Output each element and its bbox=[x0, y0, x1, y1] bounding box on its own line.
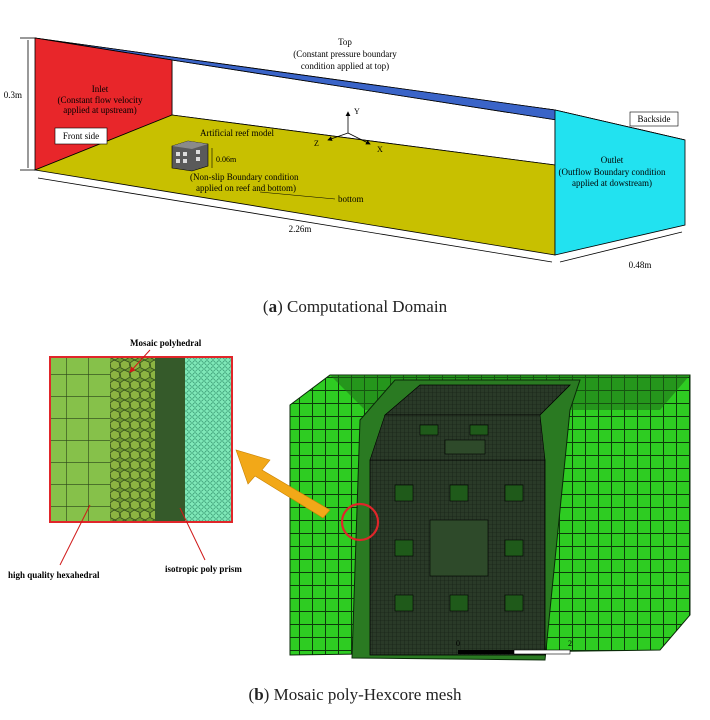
zoom-mosaic-band bbox=[110, 357, 155, 522]
inlet-label: Inlet bbox=[92, 84, 109, 94]
backside-box bbox=[629, 111, 679, 127]
caption-a-letter: a bbox=[269, 297, 278, 316]
zoom-prism-boundary bbox=[155, 357, 185, 522]
prism-leader bbox=[179, 507, 206, 561]
zoom-border bbox=[49, 356, 233, 523]
scale-end: 2 bbox=[568, 639, 572, 648]
top-desc-2: condition applied at top) bbox=[301, 61, 389, 71]
outlet-desc-2: applied at dowstream) bbox=[572, 178, 652, 188]
scale-bar: 0 2 bbox=[456, 639, 572, 655]
hex-label: high quality hexahedral bbox=[8, 570, 100, 580]
highlight-circle bbox=[340, 502, 380, 542]
reef-holes bbox=[394, 424, 524, 612]
zoom-inset bbox=[49, 356, 233, 523]
inlet-desc-2: applied at upstream) bbox=[63, 105, 136, 115]
bottom-label: bottom bbox=[338, 194, 364, 204]
height-dim: 0.3m bbox=[4, 90, 22, 100]
backside-label: Backside bbox=[638, 114, 671, 124]
mosaic-label: Mosaic polyhedral bbox=[130, 338, 202, 348]
front-side-box bbox=[54, 127, 108, 145]
axis-z-label: Z bbox=[314, 139, 319, 148]
caption-b-letter: b bbox=[254, 685, 263, 704]
axis-triad: Y X Z bbox=[314, 107, 383, 154]
scale-start: 0 bbox=[456, 639, 460, 648]
noslip-1: (Non-slip Boundary condition bbox=[190, 172, 299, 182]
width-dim-line bbox=[559, 231, 683, 263]
zoom-prism-band bbox=[185, 357, 232, 522]
panel-a-domain: Top (Constant pressure boundary conditio… bbox=[4, 37, 686, 270]
prism-label: isotropic poly prism bbox=[165, 564, 242, 574]
axis-x-label: X bbox=[377, 145, 383, 154]
caption-a: (a) Computational Domain bbox=[263, 297, 448, 316]
axis-y-label: Y bbox=[354, 107, 360, 116]
zoom-arrow bbox=[235, 449, 331, 519]
length-dim-line bbox=[37, 177, 553, 263]
reef-dim: 0.06m bbox=[216, 155, 237, 164]
outlet-face bbox=[554, 109, 686, 256]
caption-b-text: Mosaic poly-Hexcore mesh bbox=[269, 685, 462, 704]
reef-model-cube bbox=[171, 140, 209, 172]
outlet-label: Outlet bbox=[601, 155, 624, 165]
length-dim: 2.26m bbox=[289, 224, 312, 234]
caption-a-text: Computational Domain bbox=[283, 297, 448, 316]
top-label: Top bbox=[338, 37, 352, 47]
panel-b-mesh: 0 2 Mosaic polyhedral high quality hexah… bbox=[8, 338, 691, 661]
width-dim: 0.48m bbox=[629, 260, 652, 270]
top-desc-1: (Constant pressure boundary bbox=[293, 49, 397, 59]
noslip-2: applied on reef and bottom) bbox=[196, 183, 296, 193]
inlet-desc-1: (Constant flow velocity bbox=[58, 95, 143, 105]
caption-b: (b) Mosaic poly-Hexcore mesh bbox=[249, 685, 462, 704]
hex-leader bbox=[59, 504, 91, 566]
outlet-desc-1: (Outflow Boundary condition bbox=[559, 167, 666, 177]
reef-label: Artificial reef model bbox=[200, 128, 274, 138]
front-side-label: Front side bbox=[63, 131, 99, 141]
